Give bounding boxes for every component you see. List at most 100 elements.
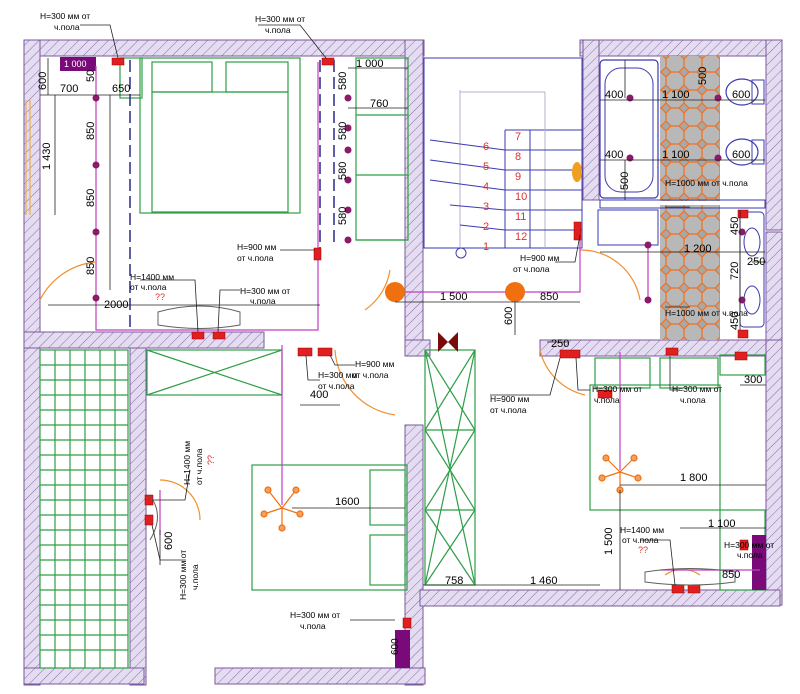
- svg-text:1: 1: [483, 241, 489, 253]
- svg-text:5: 5: [483, 161, 489, 173]
- svg-text:600: 600: [37, 72, 49, 90]
- svg-text:ч.пола: ч.пола: [680, 395, 706, 405]
- svg-text:850: 850: [722, 569, 740, 581]
- dim-600-box: 600: [390, 638, 401, 655]
- svg-text:600: 600: [163, 532, 175, 550]
- cable-routes: [95, 62, 760, 571]
- leader-lines: [80, 24, 760, 621]
- svg-text:2: 2: [483, 221, 489, 233]
- svg-text:580: 580: [337, 207, 349, 225]
- sink-shapes: [149, 305, 736, 586]
- svg-text:от ч.пола: от ч.пола: [130, 282, 167, 292]
- svg-text:от ч.пола: от ч.пола: [194, 448, 204, 485]
- dimension-texts: 600 700 650 50 1 430 850 850 850 2000 58…: [37, 58, 765, 587]
- svg-text:300: 300: [744, 374, 762, 386]
- svg-text:ч.пола: ч.пола: [190, 564, 200, 590]
- svg-text:600: 600: [732, 149, 750, 161]
- svg-text:760: 760: [370, 98, 388, 110]
- bedroom-1: [119, 57, 409, 241]
- bedroom-1-equipment-box: [60, 57, 96, 71]
- bedroom-2: [146, 349, 408, 591]
- svg-text:1 100: 1 100: [662, 149, 690, 161]
- bedroom-3-equipment-box: [752, 535, 766, 590]
- corridor-valve-icon: [438, 332, 458, 352]
- svg-text:Н=300 мм от: Н=300 мм от: [40, 11, 90, 21]
- svg-text:850: 850: [540, 291, 558, 303]
- svg-text:1 100: 1 100: [708, 518, 736, 530]
- svg-text:1 430: 1 430: [41, 142, 53, 170]
- svg-text:6: 6: [483, 141, 489, 153]
- staircase: [423, 57, 583, 259]
- door-arcs: [39, 249, 701, 576]
- svg-text:8: 8: [515, 151, 521, 163]
- svg-text:от ч.пола: от ч.пола: [237, 253, 274, 263]
- svg-text:4: 4: [483, 181, 489, 193]
- svg-text:600: 600: [732, 89, 750, 101]
- window-left: [25, 100, 31, 215]
- chandelier-icon: [260, 486, 304, 532]
- svg-text:от ч.пола: от ч.пола: [352, 370, 389, 380]
- dimension-lines: [40, 58, 766, 590]
- svg-text:11: 11: [515, 211, 526, 223]
- svg-text:1 200: 1 200: [684, 243, 712, 255]
- svg-text:720: 720: [729, 262, 741, 280]
- svg-text:ч.пола: ч.пола: [250, 296, 276, 306]
- bedroom-3: [589, 354, 766, 591]
- svg-text:Н=1400 мм: Н=1400 мм: [182, 441, 192, 485]
- svg-text:Н=900 мм: Н=900 мм: [490, 394, 529, 404]
- svg-text:600: 600: [503, 307, 515, 325]
- svg-text:450: 450: [729, 312, 741, 330]
- svg-text:Н=900 мм: Н=900 мм: [355, 359, 394, 369]
- svg-text:Н=300 мм от: Н=300 мм от: [290, 610, 340, 620]
- svg-text:12: 12: [515, 231, 527, 243]
- svg-text:??: ??: [155, 292, 165, 302]
- svg-text:650: 650: [112, 83, 130, 95]
- svg-text:700: 700: [60, 83, 78, 95]
- svg-text:500: 500: [619, 172, 631, 190]
- bedroom-1-dashes: [129, 60, 335, 330]
- stair-numbers: 6 5 4 3 2 1 7 8 9 10 11 12: [483, 131, 527, 253]
- svg-text:Н=1000 мм от ч.пола: Н=1000 мм от ч.пола: [665, 308, 748, 318]
- svg-text:850: 850: [85, 122, 97, 140]
- svg-text:1600: 1600: [335, 496, 359, 508]
- svg-text:50: 50: [85, 70, 97, 82]
- svg-text:Н=1400 мм: Н=1400 мм: [130, 272, 174, 282]
- svg-text:Н=300 мм от: Н=300 мм от: [724, 540, 774, 550]
- dim-1000-box: 1 000: [64, 59, 87, 69]
- svg-text:Н=900 мм: Н=900 мм: [520, 253, 559, 263]
- svg-text:Н=1000 мм от ч.пола: Н=1000 мм от ч.пола: [665, 178, 748, 188]
- svg-text:7: 7: [515, 131, 521, 143]
- svg-text:1 500: 1 500: [440, 291, 468, 303]
- svg-text:Н=300 мм от: Н=300 мм от: [672, 384, 722, 394]
- svg-text:580: 580: [337, 72, 349, 90]
- sockets: [111, 57, 749, 629]
- svg-text:от ч.пола: от ч.пола: [513, 264, 550, 274]
- svg-text:Н=300 мм от: Н=300 мм от: [592, 384, 642, 394]
- svg-text:Н=900 мм: Н=900 мм: [237, 242, 276, 252]
- svg-text:ч.пола: ч.пола: [737, 550, 763, 560]
- svg-text:758: 758: [445, 575, 463, 587]
- svg-text:1 000: 1 000: [356, 58, 384, 70]
- svg-text:580: 580: [337, 122, 349, 140]
- svg-text:400: 400: [605, 89, 623, 101]
- notes: Н=300 мм от ч.пола Н=300 мм от ч.пола Н=…: [40, 11, 774, 631]
- svg-text:Н=300 мм от: Н=300 мм от: [178, 550, 188, 600]
- svg-text:3: 3: [483, 201, 489, 213]
- svg-text:450: 450: [729, 217, 741, 235]
- svg-text:850: 850: [85, 257, 97, 275]
- bathroom: [597, 56, 766, 340]
- walls: [23, 39, 783, 686]
- svg-text:от ч.пола: от ч.пола: [318, 381, 355, 391]
- svg-text:Н=300 мм от: Н=300 мм от: [240, 286, 290, 296]
- svg-text:1 460: 1 460: [530, 575, 558, 587]
- svg-text:ч.пола: ч.пола: [594, 395, 620, 405]
- ceiling-light-icon: [505, 282, 525, 302]
- svg-text:400: 400: [605, 149, 623, 161]
- svg-text:580: 580: [337, 162, 349, 180]
- svg-text:10: 10: [515, 191, 527, 203]
- corridor-wardrobe: [424, 349, 476, 586]
- svg-text:500: 500: [697, 67, 709, 85]
- svg-text:250: 250: [551, 338, 569, 350]
- svg-text:??: ??: [638, 545, 648, 555]
